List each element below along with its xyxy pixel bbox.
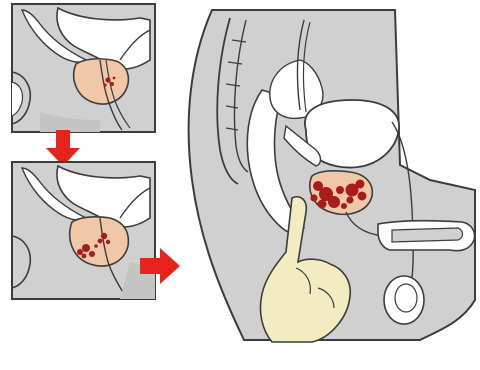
main-penis-corpus <box>392 228 463 242</box>
main-diagram <box>189 10 475 342</box>
arrow-down-icon <box>46 130 80 166</box>
main-testis <box>384 276 424 324</box>
panel-stage-1 <box>12 4 155 132</box>
panel-stage-2 <box>12 162 155 299</box>
